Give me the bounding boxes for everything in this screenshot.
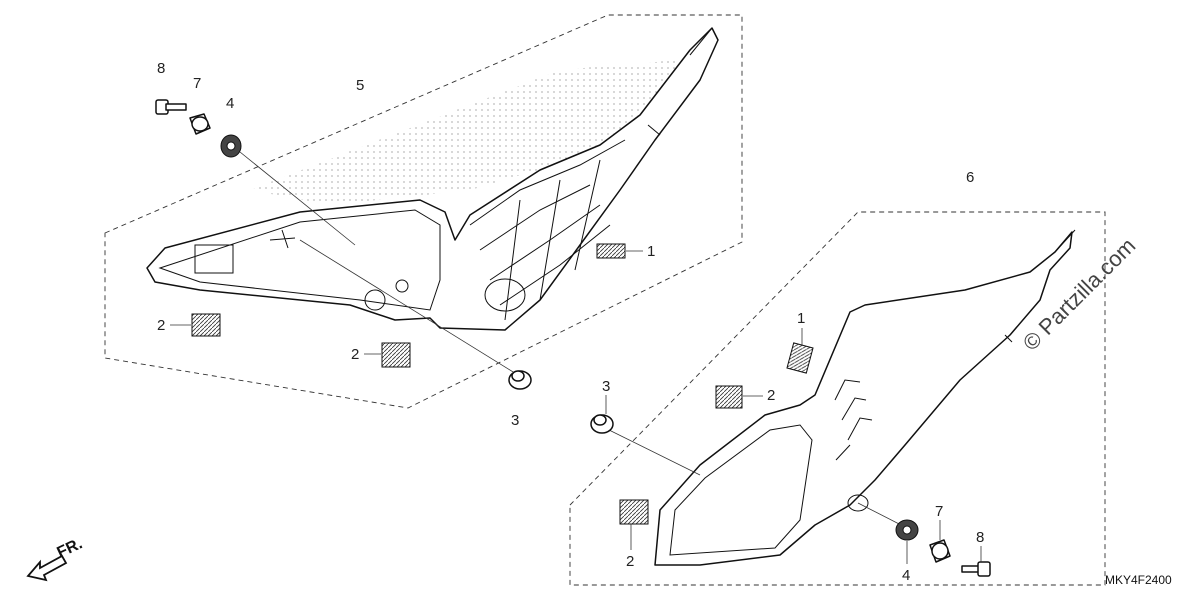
right-side-cover[interactable] (654, 231, 1073, 566)
left-cover-mount-hole (395, 279, 409, 293)
callout-left-2a: 2 (157, 317, 165, 334)
callout-right-2a: 2 (767, 387, 775, 404)
left-leader-grommet (239, 151, 356, 246)
left-collar-3[interactable] (508, 370, 532, 390)
left-pad-2b[interactable] (381, 342, 411, 368)
left-cover-grommet-boss (364, 289, 386, 311)
left-bolt-8[interactable] (155, 99, 187, 115)
right-leader-collar (604, 427, 701, 476)
left-assembly-boundary (104, 14, 743, 409)
right-assembly-boundary (569, 211, 1106, 586)
left-pad-2a[interactable] (191, 313, 221, 337)
left-grommet-4[interactable] (220, 134, 242, 158)
callout-left-3: 3 (511, 412, 519, 429)
left-leader-collar (299, 239, 519, 376)
left-collar-7[interactable] (189, 113, 211, 135)
right-collar-3[interactable] (590, 414, 614, 434)
left-cover-pin (269, 229, 296, 249)
right-cover-inner-edge (669, 424, 813, 556)
diagram-code: MKY4F2400 (1105, 573, 1172, 587)
left-cover-ribs (469, 139, 626, 321)
callout-right-3: 3 (602, 378, 610, 395)
callout-left-4: 4 (226, 95, 234, 112)
left-pad-1[interactable] (596, 243, 626, 259)
callout-right-1: 1 (797, 310, 805, 327)
callout-right-7: 7 (935, 503, 943, 520)
right-collar-7[interactable] (929, 539, 951, 563)
right-bolt-8[interactable] (961, 561, 991, 577)
right-cover-tail-tip (1004, 229, 1076, 343)
front-arrow-icon (26, 554, 68, 582)
left-cover-round-boss (484, 278, 526, 312)
left-cover-tab (194, 244, 234, 274)
right-leader-grommet (857, 502, 904, 527)
left-cover-inner-edge (158, 209, 441, 311)
right-assembly-group (569, 211, 1106, 586)
right-pad-2b[interactable] (619, 499, 649, 525)
callout-left-7: 7 (193, 75, 201, 92)
callout-left-8: 8 (157, 60, 165, 77)
callout-right-4: 4 (902, 567, 910, 584)
left-cover-tail-tip (647, 27, 713, 136)
front-direction-indicator: FR. (26, 535, 86, 582)
right-grommet-4[interactable] (895, 519, 919, 541)
callout-right-8: 8 (976, 529, 984, 546)
right-pad-1[interactable] (786, 342, 814, 374)
left-panel-texture (250, 60, 680, 205)
callout-left-1: 1 (647, 243, 655, 260)
right-pad-2a[interactable] (715, 385, 743, 409)
callout-right-2b: 2 (626, 553, 634, 570)
right-cover-ribs (834, 379, 873, 461)
callout-right-6: 6 (966, 169, 974, 186)
right-cover-mount-hole (847, 494, 869, 512)
callout-left-2b: 2 (351, 346, 359, 363)
front-label: FR. (55, 535, 86, 561)
left-side-cover[interactable] (146, 27, 719, 331)
callout-left-5: 5 (356, 77, 364, 94)
left-assembly-group (104, 14, 743, 409)
